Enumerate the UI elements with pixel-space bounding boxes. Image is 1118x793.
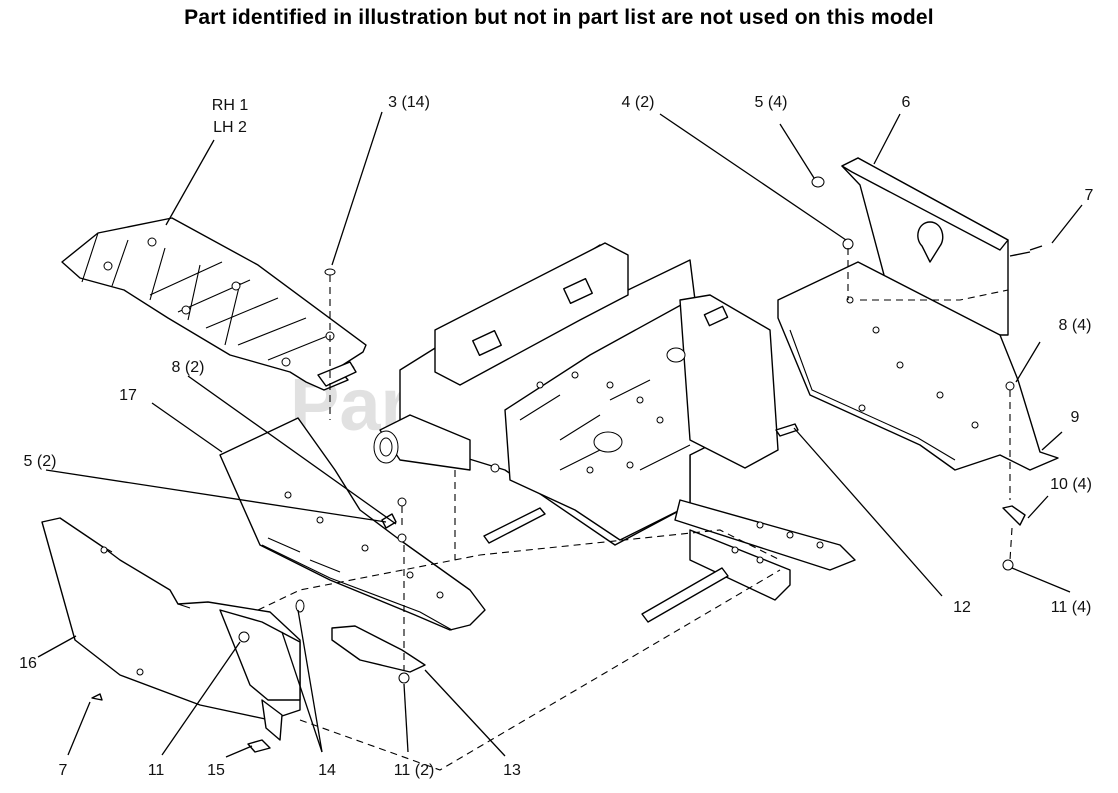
part-running-board	[61, 217, 367, 391]
fasteners	[91, 176, 1043, 753]
callout-6: 6	[902, 94, 911, 111]
part-frame	[373, 242, 856, 623]
part-rear-cover	[841, 157, 1009, 336]
callout-11-right: 11 (4)	[1051, 599, 1092, 616]
callout-3: 3 (14)	[388, 94, 430, 111]
callout-17: 17	[119, 387, 137, 404]
callout-11-left: 11	[148, 762, 165, 779]
callout-11-center: 11 (2)	[394, 762, 435, 779]
callout-rh1: RH 1	[212, 97, 249, 114]
callout-12: 12	[953, 599, 971, 616]
callout-16: 16	[19, 655, 37, 672]
callout-15: 15	[207, 762, 225, 779]
alignment-lines	[257, 248, 1013, 771]
callout-lh2: LH 2	[213, 119, 247, 136]
callout-13: 13	[503, 762, 521, 779]
callout-7-right: 7	[1085, 187, 1094, 204]
part-floor-pan	[777, 261, 1059, 471]
callout-5-top: 5 (4)	[755, 94, 788, 111]
part-side-panel-16	[41, 517, 426, 741]
callout-labels: RH 1 LH 2 3 (14) 4 (2) 5 (4) 6 7 8 (4) 9…	[19, 94, 1093, 779]
callout-14: 14	[318, 762, 336, 779]
callout-8-right: 8 (4)	[1059, 317, 1092, 334]
callout-8-left: 8 (2)	[172, 359, 205, 376]
leader-lines	[37, 111, 1083, 758]
callout-7-left: 7	[59, 762, 68, 779]
callout-10: 10 (4)	[1050, 476, 1092, 493]
callout-5-left: 5 (2)	[24, 453, 57, 470]
diagram-title: Part identified in illustration but not …	[184, 6, 934, 29]
callout-9: 9	[1071, 409, 1080, 426]
part-shield-17	[219, 417, 486, 631]
callout-4: 4 (2)	[622, 94, 655, 111]
